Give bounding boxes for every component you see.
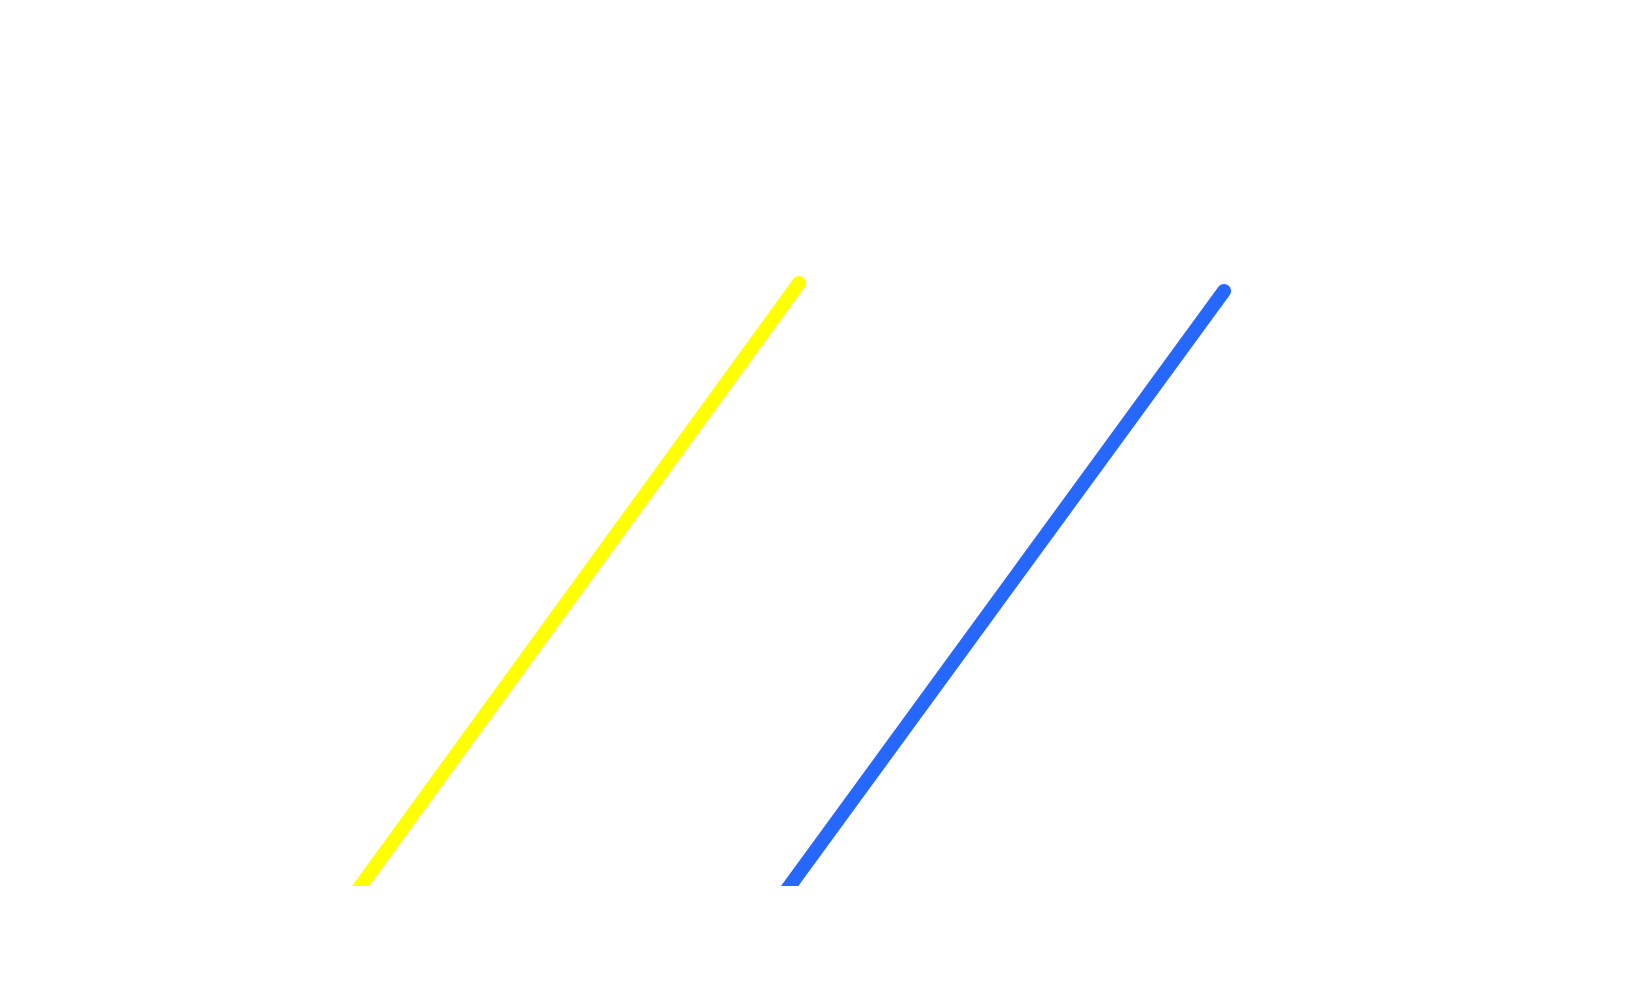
blue-stroke (780, 284, 1231, 886)
yellow-stroke (351, 276, 806, 886)
